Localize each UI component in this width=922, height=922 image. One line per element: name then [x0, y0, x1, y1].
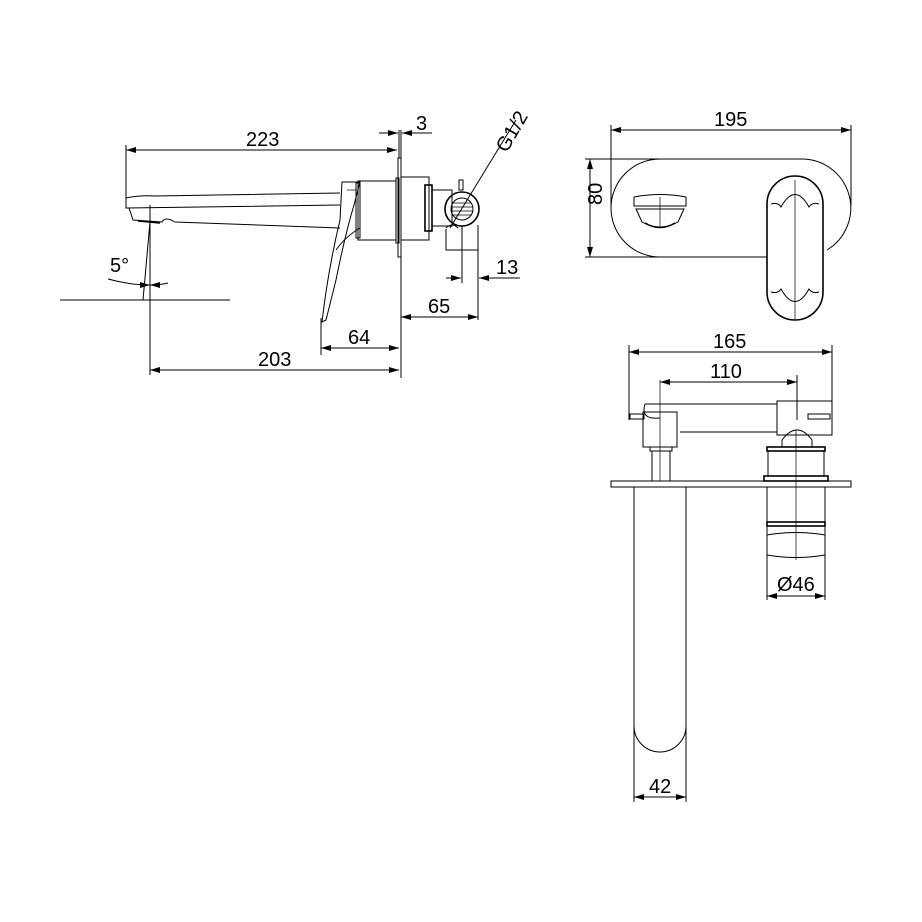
dim-angle: 5°	[110, 255, 129, 277]
wall-plate	[660, 158, 852, 251]
handle-front	[766, 175, 824, 321]
dim-spout-length: 223	[246, 129, 279, 151]
spout-side	[125, 192, 341, 229]
aerator-front	[633, 194, 687, 229]
thread-leader	[449, 119, 517, 229]
dim-body-diameter: Ø46	[777, 574, 815, 596]
top-view: 165 110 Ø46 42	[610, 331, 852, 802]
dim-spout-width: 42	[649, 776, 671, 798]
spout-top	[629, 403, 778, 481]
handle-side	[321, 181, 361, 323]
dim-handle-projection: 64	[348, 327, 370, 349]
dim-plate-height: 80	[585, 183, 607, 205]
dim-overall-width: 165	[713, 331, 746, 353]
dim-thread: G1/2	[492, 107, 533, 156]
dim-wall-to-inlet: 65	[428, 296, 450, 318]
dim-outlet-projection: 203	[258, 349, 291, 371]
dim-plate-thickness: 3	[416, 113, 427, 135]
outlet-angle-line	[142, 221, 151, 301]
spout-body-top	[633, 487, 687, 753]
plate-top	[610, 480, 852, 488]
cartridge-top	[766, 430, 826, 600]
angle-arc-left	[107, 278, 151, 288]
dim-inlet-offset: 13	[496, 257, 518, 279]
dim-centers: 110	[710, 361, 742, 383]
dim-plate-width: 195	[714, 109, 747, 131]
side-view: 5° 223 3 G1/2 13 65 64 203	[60, 107, 533, 378]
mixer-top	[763, 400, 833, 482]
body-side	[355, 157, 464, 258]
angle-arc-right	[149, 281, 169, 288]
front-view: 195 80	[585, 109, 852, 321]
